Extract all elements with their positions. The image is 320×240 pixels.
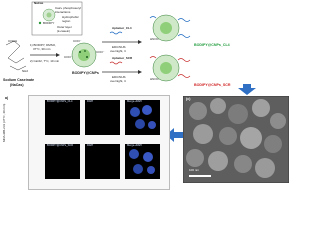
legend-bodipy-dot	[38, 21, 42, 25]
step1: 1) BODIPY, DMSO,	[30, 43, 56, 47]
group-coo-2: COO⁻	[96, 50, 105, 54]
group-hnoc-1: HNOC	[150, 37, 159, 41]
panel-a-letter: a)	[5, 96, 9, 100]
cond-top: overnight, rt	[110, 49, 126, 53]
group-nh2: NH2	[22, 69, 29, 73]
nacas-label: (NaCas)	[10, 83, 24, 87]
big-arrow-left	[166, 128, 184, 142]
cnps-cl4-particle	[149, 14, 191, 42]
legend-line4b: (k-casein)	[57, 29, 71, 33]
scale-bar	[189, 175, 211, 177]
micro-cl4-merge: Merge+DAPI	[125, 100, 160, 135]
panel-c-sem-image: (c) 100 nm	[183, 96, 289, 183]
scale-bar-label: 100 nm	[189, 168, 200, 172]
micro-scr-dapi: DAPI	[85, 144, 120, 179]
sodium-caseinate-label: Sodium Caseinate	[3, 78, 35, 82]
aptamer-cl4-label: Aptamer_CL4	[112, 26, 132, 30]
sodium-caseinate-molecule	[5, 40, 27, 71]
panel-a-side-label: MDA-MB-231 (37°C, 40 min)	[2, 103, 6, 142]
micro-scr-bodipy: BODIPY@CNPs_SCR	[45, 144, 80, 179]
legend-line1b: interactions	[55, 10, 71, 14]
step2: 2) CaCl2, 7°C, 10 min	[30, 59, 60, 63]
aptamer-cl4-icon	[109, 31, 123, 35]
legend-line2: BODIPY	[43, 21, 55, 25]
aptamer-scr-label: Aptamer_SCR	[112, 56, 133, 60]
bodipy-cnps-label: BODIPY@CNPs	[72, 71, 99, 75]
reagent-bottom: EDC/NHS	[112, 75, 126, 79]
product-cl4-label: BODIPY@CNPs_CL4	[194, 43, 230, 47]
scheme-diagram	[5, 1, 256, 95]
panel-a-microscopy: a) BODIPY@CNPs_CL4 DAPI Merge+DAPI BODIP…	[2, 95, 170, 190]
micro-cl4-dapi: DAPI	[85, 100, 120, 135]
cond-bottom: overnight, rt	[110, 79, 126, 83]
reagent-top: EDC/NHS	[112, 45, 126, 49]
group-hnoc-2: HNOC	[150, 77, 159, 81]
micro-cl4-bodipy: BODIPY@CNPs_CL4	[45, 100, 80, 135]
cnps-scr-particle	[149, 54, 191, 82]
aptamer-scr-icon	[109, 61, 123, 65]
legend-box	[31, 1, 83, 36]
group-coo-1: COO⁻	[73, 39, 82, 43]
panel-c-letter: (c)	[186, 97, 191, 101]
legend-line4: Outer layer	[57, 25, 72, 29]
product-scr-label: BODIPY@CNPs_SCR	[194, 83, 231, 87]
legend-line3: Hydrophobic	[62, 15, 79, 19]
legend-title: NaCas	[34, 1, 44, 5]
big-arrow-down	[238, 84, 256, 95]
group-cooh: COOH	[8, 39, 17, 43]
legend-line1: Ca2+ phosphoseryl	[55, 6, 81, 10]
micro-scr-merge: Merge+DAPI	[125, 144, 160, 179]
group-coo-3: COO⁻	[64, 55, 73, 59]
legend-line3b: region	[62, 19, 71, 23]
step1b: 37°C, 30 min	[33, 47, 51, 51]
bodipy-cnps-particle	[71, 42, 97, 68]
